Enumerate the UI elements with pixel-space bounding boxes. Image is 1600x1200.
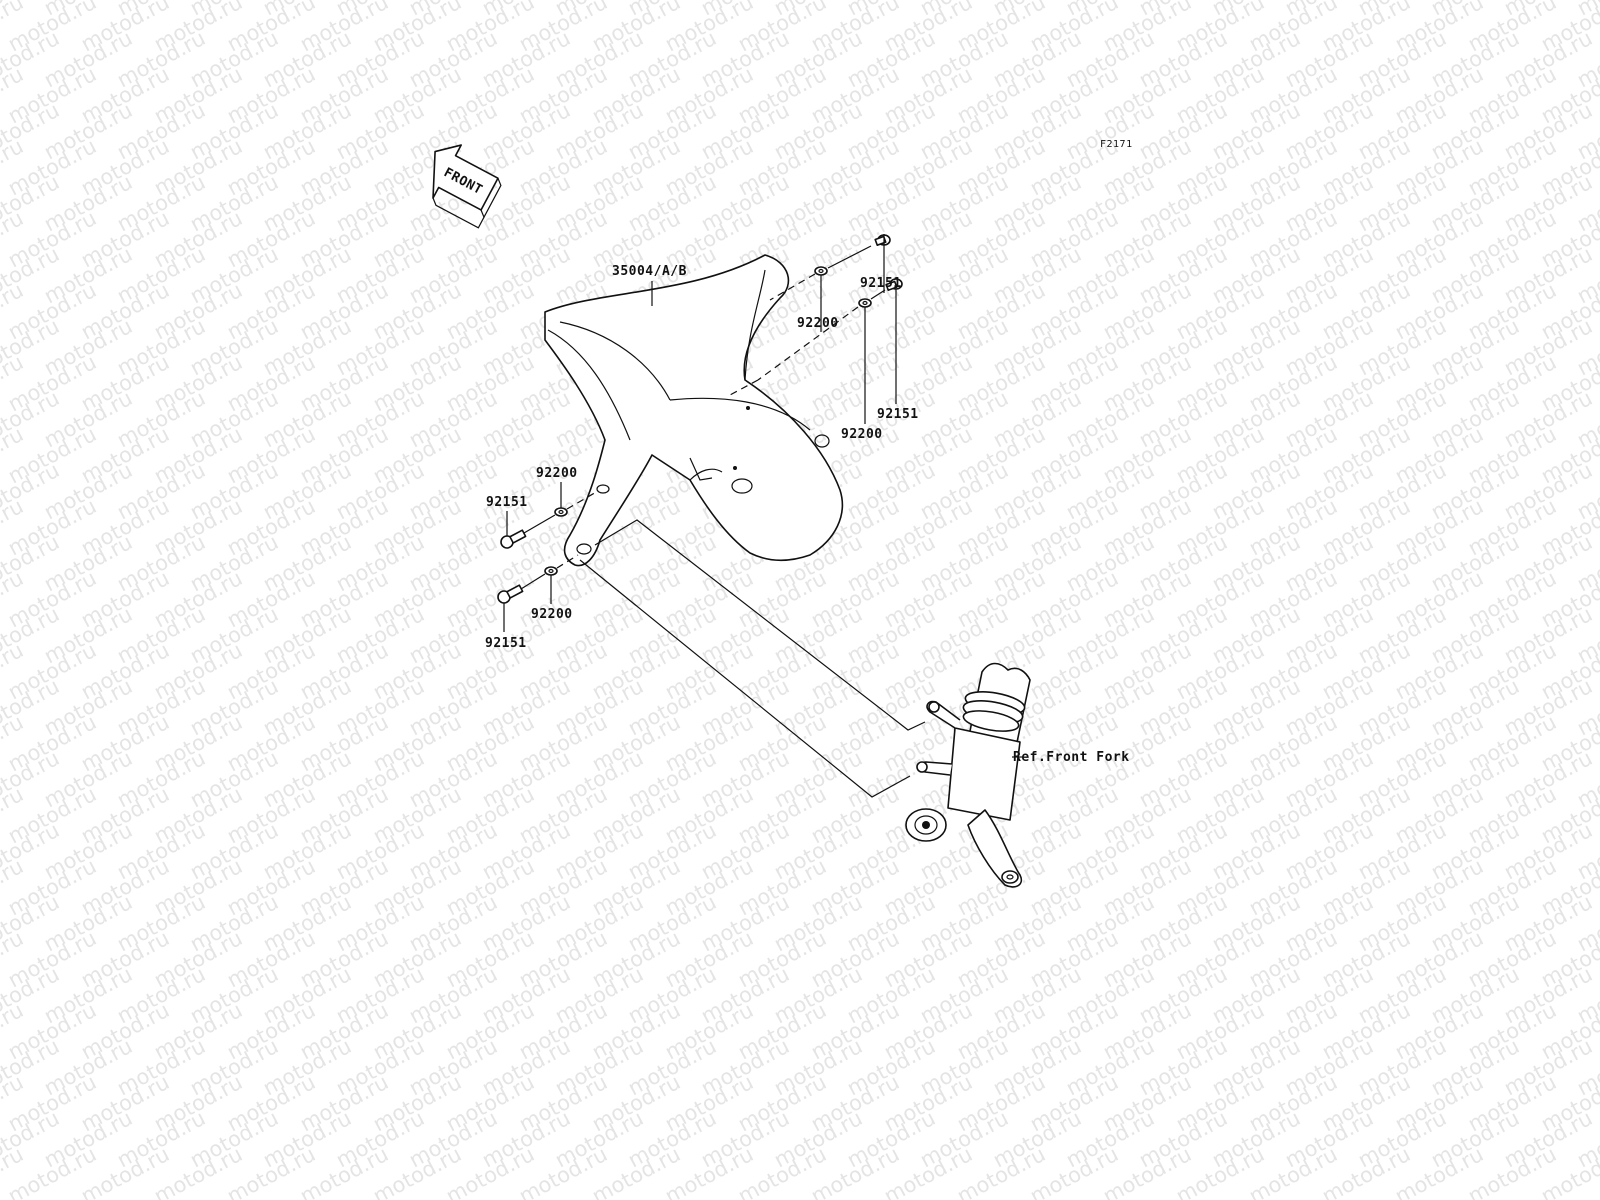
washer-left-upper [554,507,568,517]
bolt-left-upper-label: 92151 [486,495,528,510]
bracket-outline [594,519,926,731]
bolt-upper-right-label: 92151 [860,276,902,291]
washer-upper-right-label: 92200 [797,316,839,331]
washer-lower-right [858,298,872,308]
bolt-lower-right-label: 92151 [877,407,919,422]
washer-left-lower-label: 92200 [531,607,573,622]
bolt-left-lower-label: 92151 [485,636,527,651]
front-fender [544,254,844,567]
bolt-left-lower [497,584,524,604]
front-arrow-icon: FRONT [432,144,502,229]
fork-reference-label: Ref.Front Fork [1013,750,1130,765]
washer-lower-right-label: 92200 [841,427,883,442]
bolt-left-upper [500,529,527,549]
fender-part-label: 35004/A/B [612,264,687,279]
washer-upper-right [814,266,828,276]
figure-code: F2171 [1100,139,1133,150]
washer-left-upper-label: 92200 [536,466,578,481]
front-fork [905,662,1031,888]
washer-left-lower [544,566,558,576]
